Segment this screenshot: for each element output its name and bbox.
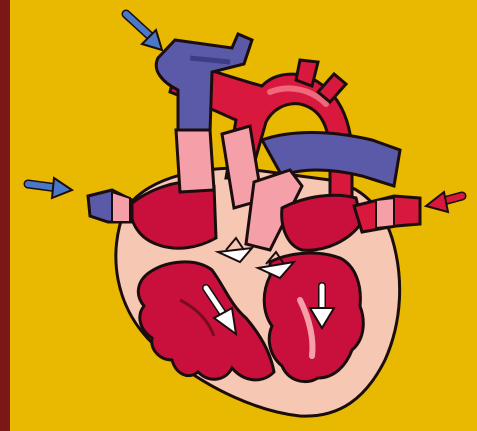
left-border (0, 0, 10, 431)
inferior-vena-cava-ring (112, 192, 130, 222)
pulmonary-vein-ring (376, 198, 394, 228)
vena-cava-descending (176, 130, 214, 192)
